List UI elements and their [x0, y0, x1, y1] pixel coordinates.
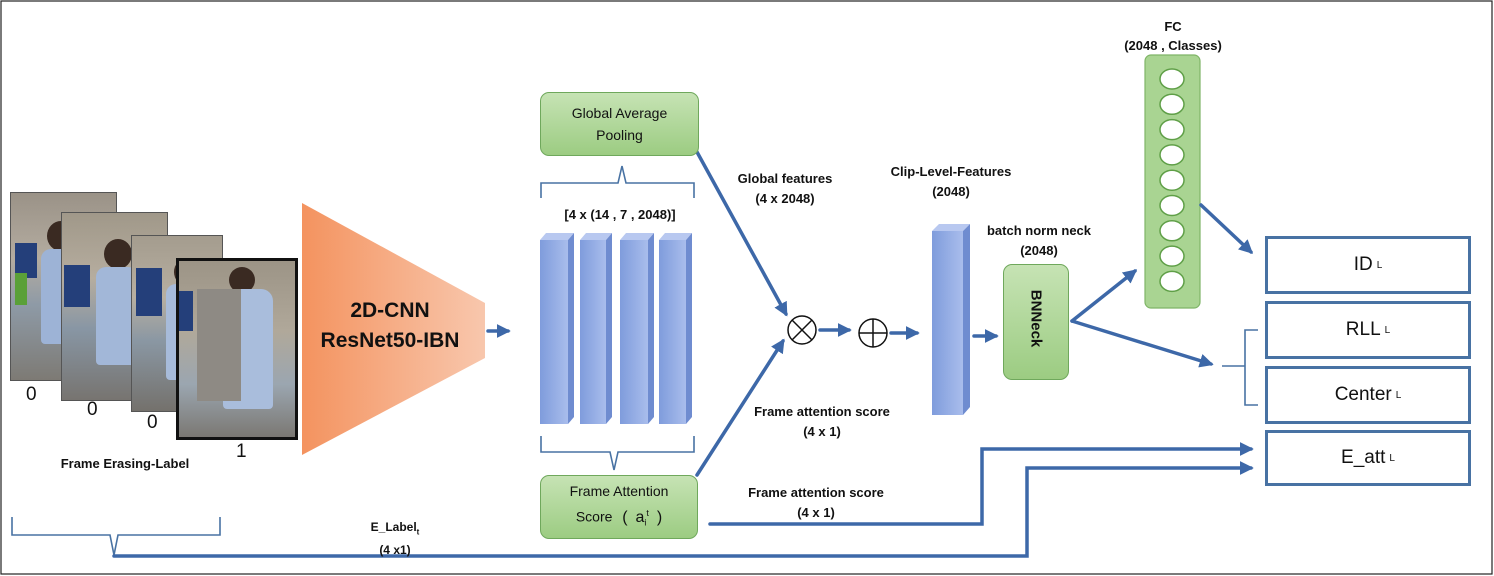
backbone-line2: ResNet50-IBN [320, 329, 460, 352]
attention-lower-line2: (4 x 1) [797, 505, 835, 520]
bn-neck-line1: batch norm neck [986, 223, 1092, 238]
arrow-bnneck-to-fc [1070, 269, 1138, 323]
fc-neuron [1159, 93, 1185, 116]
backbone-line1: 2D-CNN [350, 299, 430, 322]
fas-line2: Score ( ait ) [575, 508, 663, 528]
bn-neck-line2: (2048) [1020, 243, 1058, 258]
fc-neuron [1159, 169, 1185, 191]
e-label-sub: t [416, 527, 420, 537]
e-label-line1: E_Labelt [340, 519, 450, 540]
fc-neuron [1159, 68, 1185, 90]
attention-lower-line1: Frame attention score [748, 485, 884, 500]
loss-id-sub: L [1376, 259, 1383, 271]
gap-line1: Global Average [571, 105, 668, 121]
attention-score-label-lower: Frame attention score (4 x 1) [736, 484, 896, 521]
fas-symbol: a [635, 508, 645, 526]
backbone-label: 2D-CNN ResNet50-IBN [310, 296, 470, 356]
loss-rll-name: RLL [1345, 319, 1381, 340]
bn-neck-label: batch norm neck (2048) [976, 222, 1102, 259]
clip-feature-bar [932, 224, 970, 415]
gap-line2: Pooling [596, 127, 643, 143]
bnneck-text: BNNeck [1027, 289, 1045, 348]
frames-caption: Frame Erasing-Label [60, 456, 190, 471]
global-features-line1: Global features [737, 171, 833, 186]
video-frame-4-erased [176, 258, 298, 440]
fc-neuron [1159, 270, 1185, 293]
feature-bar-2 [580, 233, 612, 424]
loss-eatt-name: E_att [1341, 447, 1386, 468]
fc-line1: FC [1164, 19, 1182, 34]
clip-features-line2: (2048) [932, 184, 970, 199]
frame-label-1: 0 [26, 384, 37, 405]
backbone-trapezoid [302, 203, 485, 455]
feature-map-bars [540, 233, 692, 424]
arrow-attention-to-eatt [708, 442, 1254, 526]
frame-label-2: 0 [87, 399, 98, 420]
e-label-line2: (4 x1) [379, 543, 411, 558]
global-average-pooling-box: Global Average Pooling [540, 92, 699, 156]
fas-score-word: Score [575, 508, 613, 525]
fas-line1: Frame Attention [569, 483, 669, 500]
e-label-text: E_Label [370, 520, 417, 534]
e-label: E_Labelt (4 x1) [340, 519, 450, 558]
fc-neurons [1159, 68, 1185, 293]
arrows [112, 150, 1254, 558]
arrow-elabel-to-eatt [112, 461, 1254, 558]
loss-center-sub: L [1395, 389, 1402, 401]
loss-center-name: Center [1334, 384, 1392, 405]
attention-score-label-upper: Frame attention score (4 x 1) [742, 403, 902, 440]
arrow-bnneck-to-losses [1070, 319, 1214, 368]
arrow-fc-to-id [1199, 203, 1254, 254]
attention-upper-line2: (4 x 1) [803, 424, 841, 439]
fas-sup: t [646, 508, 649, 519]
loss-eatt-sub: L [1389, 452, 1395, 464]
clip-features-label: Clip-Level-Features (2048) [878, 163, 1024, 200]
global-features-line2: (4 x 2048) [755, 191, 815, 206]
clip-features-line1: Clip-Level-Features [890, 164, 1012, 179]
global-features-label: Global features (4 x 2048) [715, 170, 855, 207]
fc-label: FC (2048 , Classes) [1100, 18, 1246, 54]
fc-neuron [1159, 144, 1185, 166]
fc-neuron [1159, 118, 1185, 141]
fc-neuron [1159, 245, 1185, 267]
frame-label-4: 1 [236, 441, 247, 462]
attention-upper-line1: Frame attention score [754, 404, 890, 419]
frame-label-3: 0 [147, 412, 158, 433]
bnneck-box: BNNeck [1003, 264, 1069, 380]
frames-brace [11, 517, 221, 556]
erasing-mask [197, 289, 241, 401]
feature-bar-4 [659, 233, 692, 424]
fc-line2: (2048 , Classes) [1124, 38, 1222, 53]
losses-brace [1222, 329, 1258, 406]
feature-bar-3 [620, 233, 654, 424]
fc-neuron [1159, 194, 1185, 217]
fc-neuron [1159, 220, 1185, 242]
fas-sub: i [644, 517, 647, 528]
frame-attention-score-box: Frame Attention Score ( ait ) [540, 475, 698, 539]
arrow-global-features [695, 150, 788, 317]
arrow-attention-score [695, 338, 785, 477]
loss-id-name: ID [1353, 254, 1373, 275]
top-brace [540, 165, 695, 198]
feature-bar-1 [540, 233, 574, 424]
loss-rll-sub: L [1384, 324, 1391, 336]
bottom-brace [540, 436, 695, 471]
feature-map-shape: [4 x (14 , 7 , 2048)] [564, 207, 676, 222]
